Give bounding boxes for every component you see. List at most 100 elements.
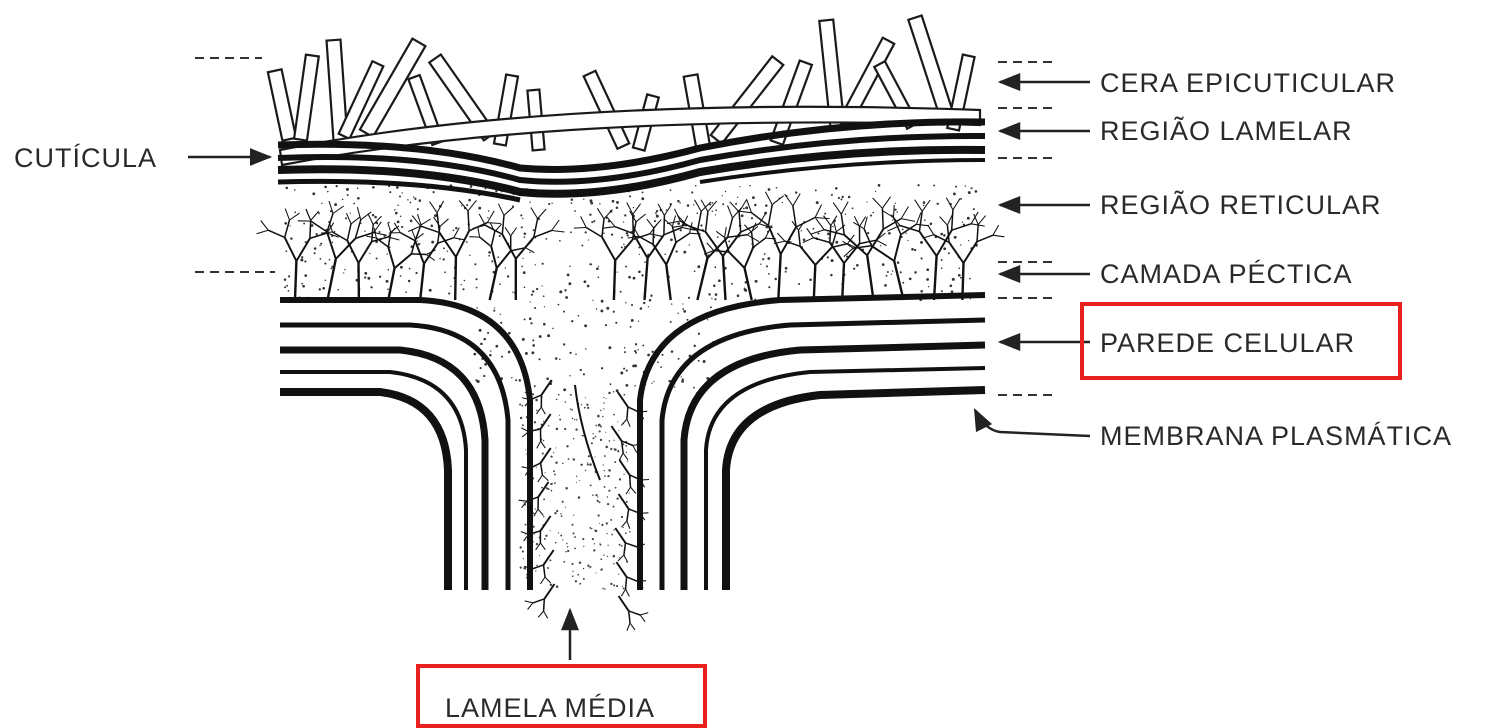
- stipple-dot: [549, 559, 551, 561]
- stipple-dot: [536, 565, 538, 567]
- fibril-branch: [901, 219, 915, 222]
- stipple-dot: [374, 216, 377, 219]
- stipple-dot: [776, 187, 778, 189]
- stipple-dot: [397, 204, 399, 206]
- stipple-dot: [418, 243, 420, 245]
- fibril-branch: [361, 212, 372, 220]
- stipple-dot: [878, 184, 881, 187]
- fibril-branch: [653, 244, 666, 264]
- fibril-branch: [619, 596, 629, 611]
- fibril-branch: [815, 247, 831, 265]
- stipple-dot: [387, 253, 388, 254]
- stipple-dot: [520, 214, 522, 216]
- stipple-dot: [367, 277, 370, 280]
- fibril-branch: [511, 228, 517, 236]
- stipple-dot: [933, 185, 935, 187]
- stipple-dot: [536, 410, 538, 412]
- stipple-dot: [680, 229, 682, 231]
- stipple-dot: [745, 290, 747, 292]
- fibril-branch: [619, 453, 623, 460]
- stipple-dot: [343, 272, 344, 273]
- fibril-branch: [882, 197, 890, 209]
- stipple-dot: [751, 217, 753, 219]
- stipple-dot: [574, 548, 576, 550]
- stipple-dot: [558, 394, 560, 396]
- stipple-dot: [541, 487, 543, 489]
- stipple-dot: [303, 223, 305, 225]
- fibril-branch: [336, 238, 356, 259]
- fibril-branch: [439, 233, 456, 257]
- stipple-dot: [597, 500, 599, 502]
- stipple-dot: [475, 278, 477, 280]
- stipple-dot: [897, 261, 900, 264]
- fibril-branch: [321, 232, 333, 233]
- stipple-dot: [413, 196, 415, 198]
- stipple-dot: [450, 286, 451, 287]
- stipple-dot: [708, 293, 710, 295]
- stipple-dot: [583, 568, 584, 569]
- stipple-dot: [657, 361, 659, 363]
- fibril-branch: [725, 227, 727, 237]
- fibril-branch: [647, 219, 654, 228]
- fibril-branch: [633, 446, 637, 453]
- stipple-dot: [790, 241, 791, 242]
- stipple-dot: [801, 230, 802, 231]
- stipple-dot: [683, 310, 686, 313]
- stipple-dot: [902, 229, 904, 231]
- stipple-dot: [563, 388, 566, 391]
- fibril-branch: [491, 232, 494, 247]
- stipple-dot: [563, 343, 565, 345]
- stipple-dot: [478, 207, 481, 210]
- fibril-branch: [333, 232, 348, 241]
- fibril-branch: [978, 216, 985, 225]
- stipple-dot: [550, 483, 552, 485]
- stipple-dot: [677, 200, 680, 203]
- stipple-dot: [501, 356, 503, 358]
- stipple-dot: [762, 258, 764, 260]
- fibril-branch: [328, 259, 336, 300]
- reticular-fibrils: [257, 192, 1005, 631]
- fibril-branch: [581, 216, 587, 227]
- stipple-dot: [602, 416, 604, 418]
- stipple-dot: [693, 387, 695, 389]
- stipple-dot: [639, 254, 640, 255]
- fibril-branch: [388, 268, 394, 300]
- stipple-dot: [522, 218, 523, 219]
- fibril-branch: [627, 509, 629, 521]
- stipple-dot: [712, 211, 714, 213]
- stipple-dot: [610, 383, 612, 385]
- stipple-dot: [601, 524, 603, 526]
- stipple-dot: [618, 430, 619, 431]
- stipple-dot: [319, 258, 321, 260]
- stipple-dot: [594, 543, 595, 544]
- stipple-dot: [970, 298, 971, 299]
- stipple-dot: [462, 288, 464, 290]
- stipple-dot: [523, 558, 524, 559]
- fibril-branch: [538, 509, 543, 515]
- stipple-dot: [674, 386, 675, 387]
- stipple-dot: [698, 360, 700, 362]
- stipple-dot: [376, 258, 378, 260]
- stipple-dot: [545, 238, 547, 240]
- fibril-branch: [630, 475, 631, 487]
- stipple-dot: [941, 290, 943, 292]
- stipple-dot: [414, 198, 416, 200]
- stipple-dot: [625, 445, 627, 447]
- stipple-dot: [499, 235, 501, 237]
- stipple-dot: [599, 543, 600, 544]
- fibril-branch: [310, 233, 327, 238]
- stipple-dot: [360, 223, 361, 224]
- stipple-dot: [402, 192, 403, 193]
- fibril-branch: [534, 219, 538, 238]
- stipple-dot: [575, 428, 577, 430]
- stipple-dot: [300, 259, 303, 262]
- stipple-dot: [752, 196, 755, 199]
- stipple-dot: [616, 497, 618, 499]
- stipple-dot: [364, 231, 365, 232]
- fibril-branch: [842, 263, 844, 300]
- stipple-dot: [302, 285, 305, 288]
- stipple-dot: [608, 392, 610, 394]
- fibril-branch: [480, 237, 492, 247]
- stipple-dot: [533, 229, 535, 231]
- stipple-dot: [695, 185, 697, 187]
